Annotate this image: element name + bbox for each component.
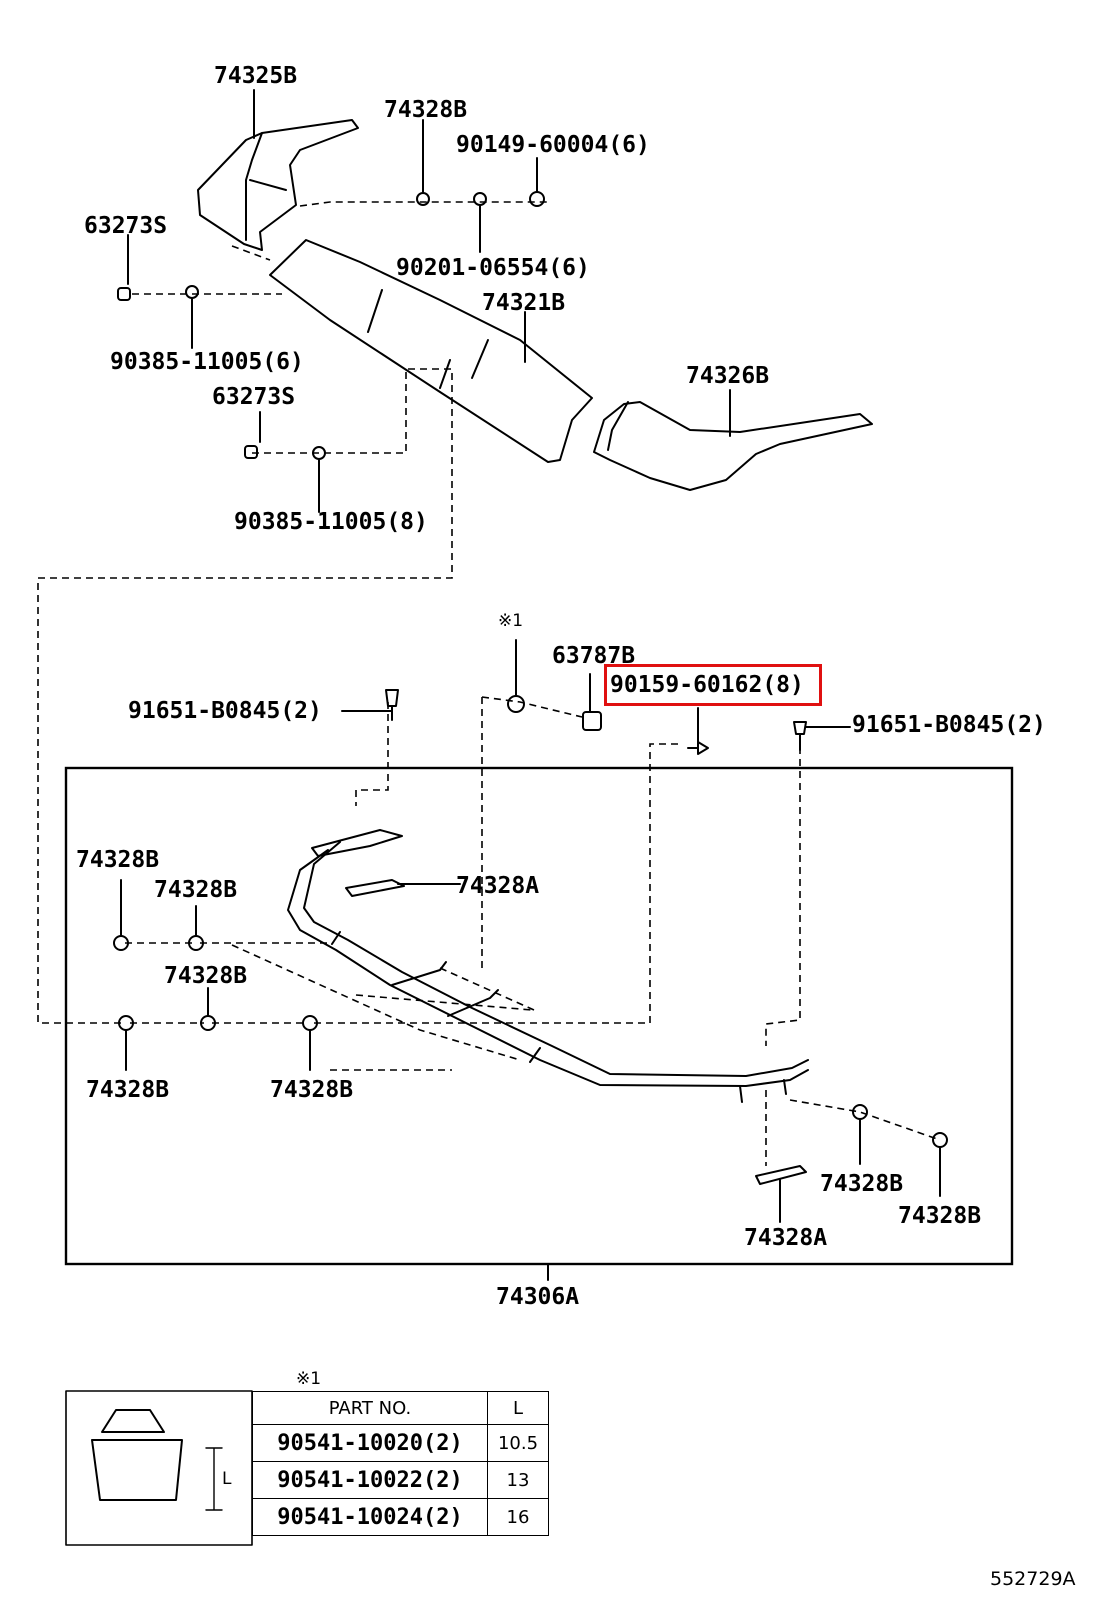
legend-dim-label: L bbox=[222, 1469, 232, 1489]
nut-90149-icon bbox=[529, 191, 545, 207]
table-part-cell: 90541-10022(2) bbox=[252, 1461, 488, 1499]
label-90385-11005-b: 90385-11005(8) bbox=[234, 509, 428, 535]
label-74325b: 74325B bbox=[214, 63, 298, 89]
assembly-frame bbox=[64, 766, 1014, 1266]
table-row: 90541-10020(2) 10.5 bbox=[252, 1424, 549, 1462]
label-74328b-l2: 74328B bbox=[154, 877, 238, 903]
parts-table: PART NO. L 90541-10020(2) 10.5 90541-100… bbox=[252, 1391, 549, 1536]
part-74325b-shape bbox=[197, 119, 359, 251]
header-part-no: PART NO. bbox=[252, 1391, 488, 1425]
bolt-91651-left-icon bbox=[385, 689, 399, 721]
clip-90385-a-icon bbox=[185, 285, 199, 299]
label-74328a-bot: 74328A bbox=[744, 1225, 828, 1251]
part-74321b-shape bbox=[269, 239, 593, 463]
clip-63273s-b-icon bbox=[244, 445, 258, 459]
label-74306a: 74306A bbox=[496, 1284, 580, 1310]
table-l-cell: 10.5 bbox=[487, 1424, 549, 1462]
table-header-row: PART NO. L bbox=[252, 1391, 549, 1425]
label-74328b-l1: 74328B bbox=[76, 847, 160, 873]
label-91651-b0845-right: 91651-B0845(2) bbox=[852, 712, 1046, 738]
label-63273s-b: 63273S bbox=[212, 384, 296, 410]
grommet-r2-icon bbox=[932, 1132, 948, 1148]
clip-63787b-icon bbox=[582, 711, 602, 731]
label-74328b-bl: 74328B bbox=[86, 1077, 170, 1103]
label-74328b-bm: 74328B bbox=[270, 1077, 354, 1103]
table-part-cell: 90541-10020(2) bbox=[252, 1424, 488, 1462]
clip-90201-icon bbox=[473, 192, 487, 206]
label-74328a-top: 74328A bbox=[456, 873, 540, 899]
bracket-74328a-top-shape bbox=[345, 879, 405, 897]
clip-legend-icon bbox=[91, 1409, 183, 1501]
sheet-id: 552729A bbox=[990, 1568, 1076, 1590]
label-note1-top: ※1 bbox=[498, 611, 524, 631]
clip-63273s-a-icon bbox=[117, 287, 131, 301]
table-part-cell: 90541-10024(2) bbox=[252, 1498, 488, 1536]
label-90385-11005-a: 90385-11005(6) bbox=[110, 349, 304, 375]
clip-note1-icon bbox=[507, 695, 525, 713]
grommet-74328b-top-icon bbox=[416, 192, 430, 206]
table-l-cell: 16 bbox=[487, 1498, 549, 1536]
highlight-box bbox=[604, 664, 822, 706]
label-91651-b0845-left: 91651-B0845(2) bbox=[128, 698, 322, 724]
header-l: L bbox=[487, 1391, 549, 1425]
label-74326b: 74326B bbox=[686, 363, 770, 389]
label-74328b-r1: 74328B bbox=[820, 1171, 904, 1197]
bolt-91651-right-icon bbox=[793, 721, 807, 751]
bolt-90159-icon bbox=[687, 741, 709, 755]
label-63273s-a: 63273S bbox=[84, 213, 168, 239]
label-90159-60162: 90159-60162(8) bbox=[610, 672, 804, 698]
table-row: 90541-10022(2) 13 bbox=[252, 1461, 549, 1499]
label-74328b-l3: 74328B bbox=[164, 963, 248, 989]
legend-box bbox=[65, 1390, 253, 1546]
grommet-r1-icon bbox=[852, 1104, 868, 1120]
label-74321b: 74321B bbox=[482, 290, 566, 316]
label-74328b-r2: 74328B bbox=[898, 1203, 982, 1229]
bracket-upper-left bbox=[311, 829, 403, 857]
label-74328b-top: 74328B bbox=[384, 97, 468, 123]
bracket-74328a-bot-shape bbox=[755, 1165, 807, 1185]
support-bar-shape bbox=[287, 849, 809, 1087]
label-90201-06554: 90201-06554(6) bbox=[396, 255, 590, 281]
label-90149-60004: 90149-60004(6) bbox=[456, 132, 650, 158]
label-note1-table: ※1 bbox=[296, 1369, 322, 1389]
table-l-cell: 13 bbox=[487, 1461, 549, 1499]
part-74326b-shape bbox=[593, 401, 873, 491]
table-row: 90541-10024(2) 16 bbox=[252, 1498, 549, 1536]
